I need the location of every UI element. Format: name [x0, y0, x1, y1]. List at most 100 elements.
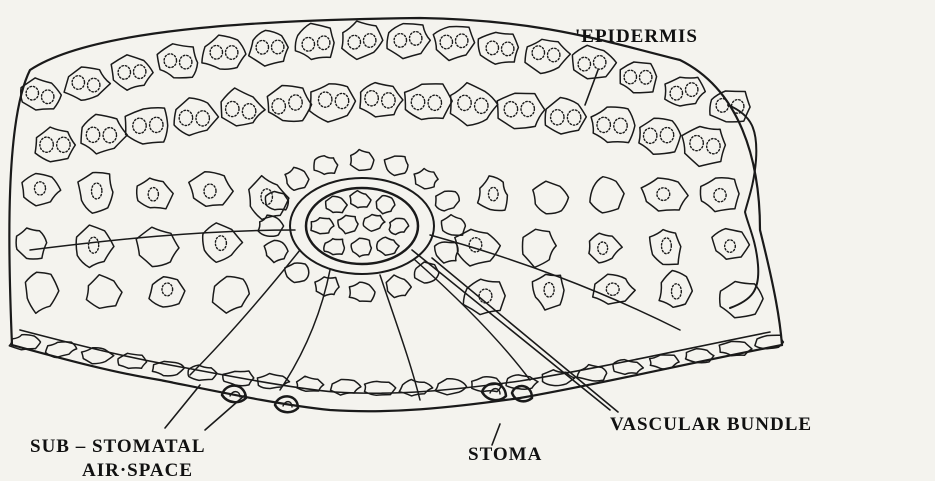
nucleus — [57, 137, 70, 152]
nucleus — [521, 101, 534, 116]
nucleus — [215, 236, 226, 251]
xylem-cell — [377, 237, 399, 255]
lower-epidermis-cell — [435, 379, 467, 395]
epidermis-cell — [620, 62, 656, 93]
mesophyll-cell — [590, 177, 624, 213]
nucleus — [382, 93, 395, 108]
nucleus — [597, 117, 610, 132]
nucleus — [670, 86, 682, 100]
nucleus — [302, 38, 314, 52]
nucleus — [196, 111, 209, 126]
nucleus — [614, 118, 627, 133]
mesophyll-cell — [203, 223, 243, 262]
upper-outline — [9, 18, 782, 345]
mesophyll-cell — [700, 178, 739, 212]
label-epidermis: 'EPIDERMIS — [575, 26, 698, 47]
mesophyll-cell — [136, 227, 179, 266]
nucleus — [410, 32, 422, 46]
nucleus — [458, 95, 471, 110]
label-vascular-bundle: VASCULAR BUNDLE — [610, 414, 812, 435]
nucleus — [148, 188, 158, 201]
nucleus — [348, 35, 360, 49]
nucleus — [714, 189, 726, 202]
epidermis-cell — [21, 78, 62, 110]
nucleus — [86, 127, 99, 142]
nucleus — [256, 41, 268, 55]
xylem-cell — [311, 218, 334, 234]
mesophyll-cell — [249, 176, 289, 220]
mesophyll-cell — [522, 229, 556, 267]
mesophyll-cell — [478, 176, 508, 211]
nucleus — [644, 128, 657, 143]
label-sub-stomatal-line2: AIR·SPACE — [82, 460, 193, 481]
nucleus — [690, 136, 703, 151]
nucleus — [548, 48, 560, 62]
nucleus — [716, 99, 728, 113]
sheath-cell — [386, 275, 411, 298]
nucleus — [103, 128, 116, 143]
nucleus — [319, 92, 332, 107]
nucleus — [335, 93, 348, 108]
nucleus — [150, 117, 163, 132]
xylem-cell — [350, 191, 371, 208]
nucleus — [133, 118, 146, 133]
palisade-cell — [221, 88, 265, 126]
mesophyll-cell — [22, 174, 61, 206]
nucleus — [365, 91, 378, 106]
epidermis-cell — [387, 24, 430, 59]
nucleus — [26, 86, 38, 100]
mesophyll-cell — [659, 271, 692, 308]
nucleus — [40, 137, 53, 152]
mesophyll-cell — [213, 277, 250, 314]
nucleus — [551, 110, 564, 125]
xylem-cell — [326, 196, 348, 212]
nucleus — [92, 183, 102, 199]
epidermis-cell — [111, 55, 153, 90]
nucleus — [272, 40, 284, 54]
nucleus — [164, 54, 176, 68]
nucleus — [707, 139, 720, 154]
sheath-cell — [414, 169, 438, 189]
mesophyll-cell — [532, 274, 564, 310]
mesophyll-cell — [149, 277, 185, 307]
nucleus — [479, 289, 492, 303]
sheath-cell — [349, 282, 375, 301]
sheath-cell — [436, 191, 460, 211]
mesophyll-cell — [137, 178, 174, 209]
nucleus — [162, 283, 173, 296]
lower-epidermis-cells — [9, 335, 783, 396]
nucleus — [624, 70, 636, 84]
nucleus — [440, 35, 452, 49]
sheath-cell — [384, 156, 408, 175]
nucleus — [725, 240, 736, 252]
sheath-cell — [435, 242, 458, 263]
sheath-cell — [414, 262, 439, 283]
nucleus — [42, 90, 54, 104]
lower-epidermis-cell — [118, 353, 147, 368]
nucleus — [544, 283, 554, 297]
sheath-cell — [350, 150, 374, 171]
palisade-cell — [81, 114, 127, 153]
palisade-cell — [682, 127, 726, 167]
nucleus — [118, 66, 130, 80]
palisade-cell — [35, 127, 75, 162]
epidermis-cell — [202, 35, 246, 69]
xylem-cell — [363, 215, 385, 232]
nucleus — [672, 284, 682, 299]
xylem-cell — [351, 238, 371, 256]
lower-epidermis-cell — [613, 360, 643, 375]
vascular-bundle — [290, 178, 434, 274]
nucleus — [606, 283, 619, 295]
nucleus — [179, 110, 192, 125]
nucleus — [428, 95, 441, 110]
label-sub-stomatal-line1: SUB – STOMATAL — [30, 436, 206, 457]
nucleus — [72, 76, 84, 90]
nucleus — [532, 46, 544, 60]
epidermis-cell — [295, 23, 334, 59]
nucleus — [394, 34, 406, 48]
nucleus — [226, 46, 238, 60]
sheath-cell — [285, 263, 309, 282]
nucleus — [35, 182, 46, 195]
mesophyll-cell — [76, 225, 114, 267]
